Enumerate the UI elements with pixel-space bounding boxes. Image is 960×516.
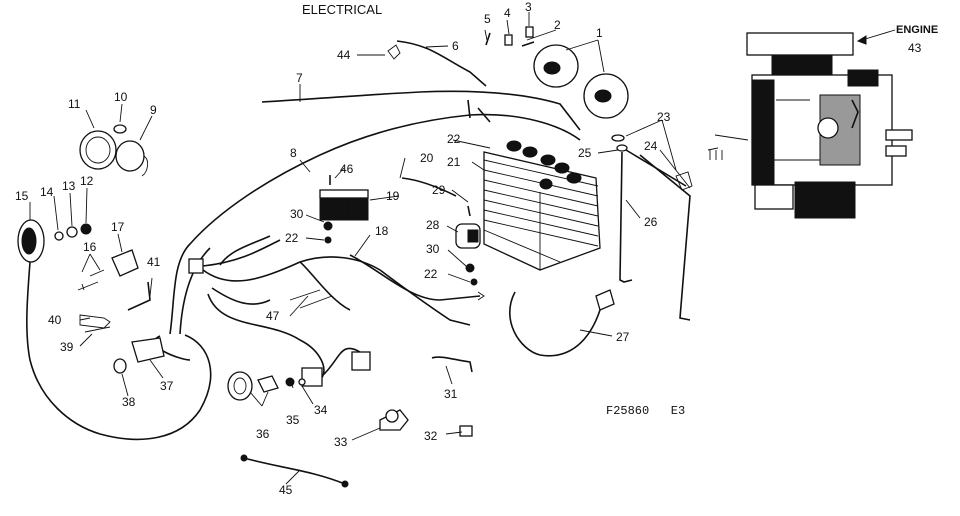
callout-24: 24 [644,139,658,153]
engine-arrow [856,35,867,45]
callout-12: 12 [80,174,94,188]
callout-27: 27 [616,330,630,344]
wire-6 [396,40,487,87]
callout-43: 43 [908,41,922,55]
callout-44: 44 [337,48,351,62]
lower-parts [227,356,473,437]
wire-20 [401,177,457,197]
callout-17: 17 [111,220,125,234]
engine-label: ENGINE [896,24,938,36]
figure-code: F25860 E3 [606,404,685,418]
solenoid [455,205,485,301]
callout-9: 9 [150,103,157,117]
callout-2: 2 [554,18,561,32]
hold-down [611,134,693,321]
callout-16: 16 [83,240,97,254]
harness-18 [188,235,481,387]
callout-31: 31 [444,387,458,401]
callout-29: 29 [432,183,446,197]
callout-20: 20 [420,151,434,165]
callout-39: 39 [60,340,74,354]
callout-46: 46 [340,162,354,176]
engine-illustration [707,32,913,219]
callout-22b: 22 [285,231,299,245]
callout-38: 38 [122,395,136,409]
callout-40: 40 [48,313,62,327]
callout-1: 1 [596,26,603,40]
callout-41: 41 [147,255,161,269]
regulator [319,175,369,244]
callout-3: 3 [525,0,532,14]
wire-45 [240,454,349,488]
left-harness [26,261,212,441]
battery [483,140,601,271]
switch-parts [17,219,139,291]
callout-34: 34 [314,403,328,417]
callout-32: 32 [424,429,438,443]
callout-19: 19 [386,189,400,203]
callout-22a: 22 [447,132,461,146]
leader-lines [29,12,691,485]
callout-5: 5 [484,12,491,26]
callout-30a: 30 [290,207,304,221]
callout-10: 10 [114,90,128,104]
callout-26: 26 [644,215,658,229]
callout-18: 18 [375,224,389,238]
callout-33: 33 [334,435,348,449]
callout-47: 47 [266,309,280,323]
diagram-title: ELECTRICAL [302,2,382,17]
wire-7 [261,90,581,131]
callout-36: 36 [256,427,270,441]
callout-6: 6 [452,39,459,53]
callout-23: 23 [657,110,671,124]
callout-35: 35 [286,413,300,427]
callout-45: 45 [279,483,293,497]
callout-14: 14 [40,185,54,199]
callout-7: 7 [296,71,303,85]
callout-37: 37 [160,379,174,393]
callout-15: 15 [15,189,29,203]
callout-11: 11 [68,97,81,111]
small-hardware-top [387,26,535,60]
callout-22c: 22 [424,267,438,281]
gauge-assembly [79,124,149,177]
callout-8: 8 [290,146,297,160]
callout-28: 28 [426,218,440,232]
cable-27 [509,289,615,357]
callout-4: 4 [504,6,511,20]
callout-13: 13 [62,179,76,193]
callout-labels: 1 2 3 4 5 6 7 8 9 10 11 12 13 14 15 16 1… [15,0,922,497]
callout-30b: 30 [426,242,440,256]
callout-21: 21 [447,155,461,169]
engine-leader [861,29,896,41]
headlight-assemblies [533,44,629,119]
callout-25: 25 [578,146,592,160]
